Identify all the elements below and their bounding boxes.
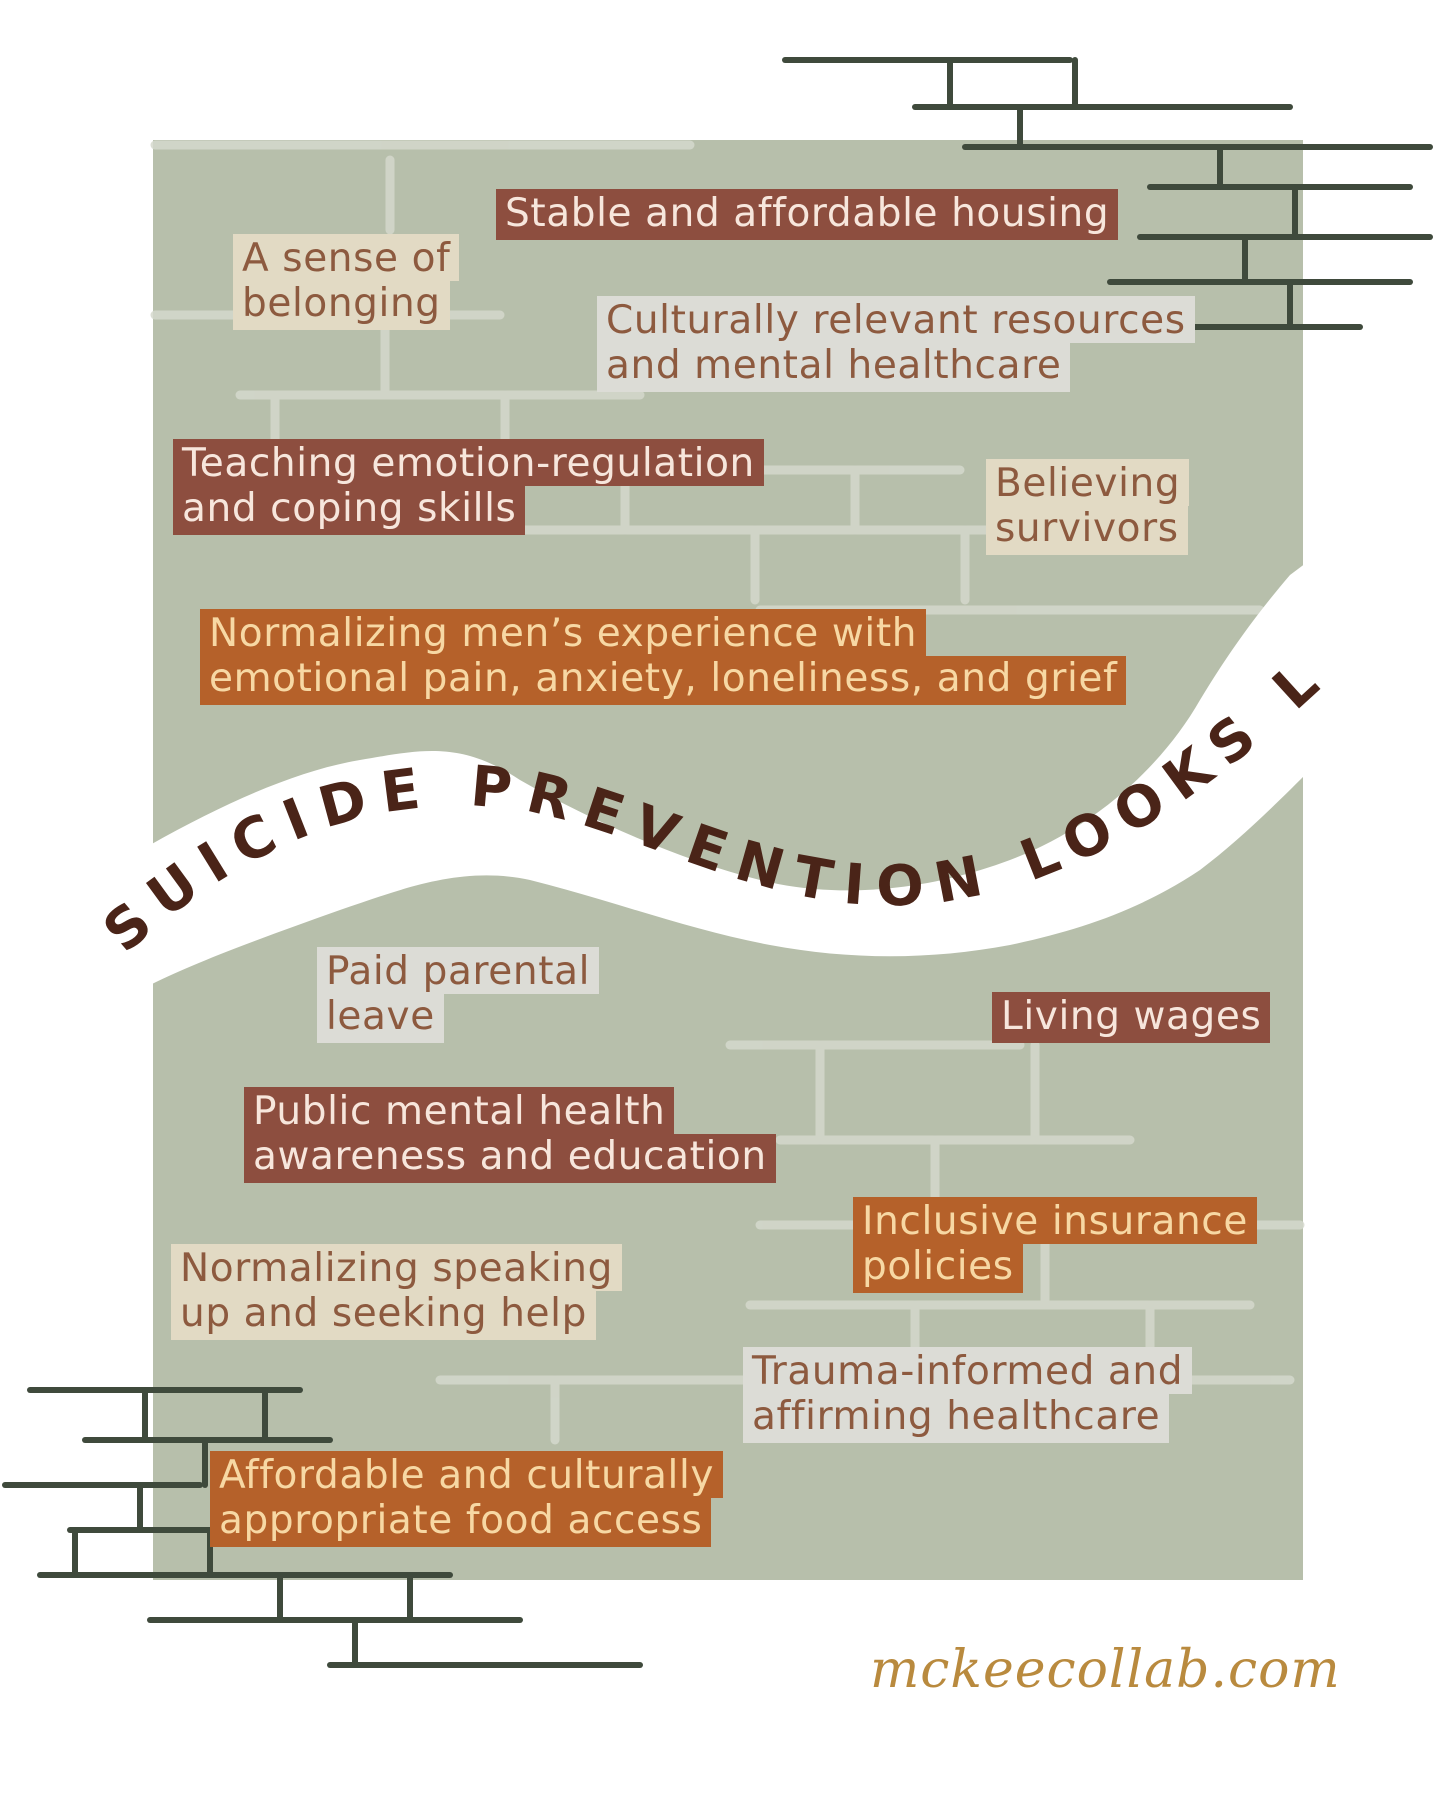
prevention-item-line: Public mental health	[244, 1087, 675, 1134]
prevention-item-line: Believing	[986, 459, 1190, 506]
prevention-item-line: Stable and affordable housing	[496, 189, 1119, 240]
prevention-item-line: appropriate food access	[210, 1498, 712, 1547]
prevention-item-line: Normalizing speaking	[171, 1244, 622, 1291]
prevention-item-line: Living wages	[992, 992, 1271, 1043]
prevention-item-line: and coping skills	[173, 486, 526, 535]
prevention-item-line: affirming healthcare	[743, 1394, 1170, 1443]
prevention-item-line: Normalizing men’s experience with	[200, 609, 927, 656]
prevention-item-line: survivors	[986, 506, 1188, 555]
prevention-item-line: Teaching emotion-regulation	[173, 439, 764, 486]
prevention-item-line: up and seeking help	[171, 1291, 596, 1340]
prevention-item: Stable and affordable housing	[495, 185, 1128, 246]
website-url: mckeecollab.com	[870, 1640, 1341, 1700]
prevention-item-line: emotional pain, anxiety, loneliness, and…	[200, 656, 1127, 705]
prevention-item-line: Culturally relevant resources	[597, 296, 1195, 343]
prevention-item-line: Paid parental	[317, 947, 600, 994]
prevention-item-line: A sense of	[233, 234, 460, 281]
prevention-item-line: awareness and education	[244, 1134, 776, 1183]
prevention-item: Living wages	[991, 988, 1280, 1049]
prevention-item-line: Affordable and culturally	[210, 1451, 724, 1498]
prevention-item-line: policies	[853, 1244, 1023, 1293]
prevention-item-line: and mental healthcare	[597, 343, 1071, 392]
prevention-item-line: belonging	[233, 281, 450, 330]
torn-white-banner	[150, 560, 1310, 985]
prevention-item-line: Trauma-informed and	[743, 1347, 1193, 1394]
prevention-item-line: Inclusive insurance	[853, 1197, 1257, 1244]
prevention-item-line: leave	[317, 994, 444, 1043]
